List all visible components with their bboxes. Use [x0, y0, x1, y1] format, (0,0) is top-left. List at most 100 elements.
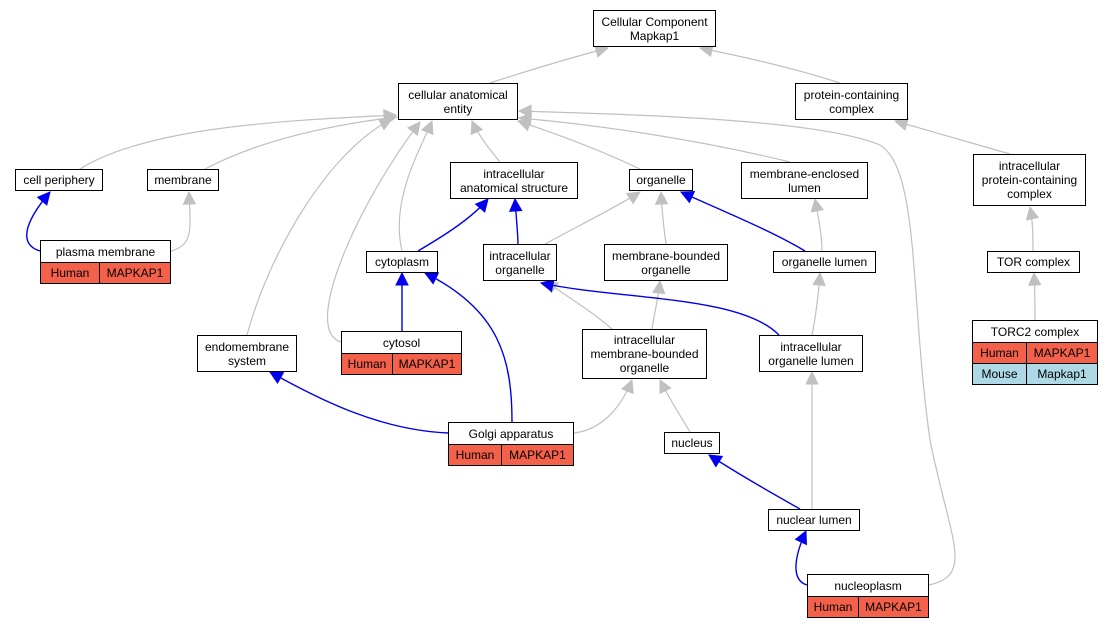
node-label: membrane-enclosed lumen: [749, 166, 860, 195]
edge-is-a: [79, 114, 397, 170]
species-cell: Human: [40, 262, 100, 284]
edge-arrowhead: [474, 198, 489, 213]
edge-arrowhead: [805, 370, 819, 385]
gene-cell: MAPKAP1: [858, 596, 929, 618]
node-cellper[interactable]: cell periphery: [15, 169, 103, 191]
edge-arrowhead: [1025, 205, 1040, 221]
node-membrane[interactable]: membrane: [147, 169, 219, 191]
gene-cell: MAPKAP1: [1026, 342, 1098, 364]
edge-arrowhead: [539, 278, 555, 293]
node-root[interactable]: Cellular Component Mapkap1: [593, 10, 716, 47]
edge-arrowhead: [406, 121, 421, 137]
node-label: cellular anatomical entity: [408, 87, 508, 116]
edge-is-a: [489, 47, 609, 84]
node-imbo[interactable]: intracellular membrane-bounded organelle: [582, 329, 707, 379]
edge-part-of: [269, 371, 449, 434]
gene-cell: Mapkap1: [1026, 363, 1098, 385]
species-cell: Mouse: [972, 363, 1027, 385]
node-nucleoplasm[interactable]: nucleoplasm: [807, 574, 929, 596]
node-iorg[interactable]: intracellular organelle: [483, 244, 557, 281]
edge-part-of: [540, 282, 780, 336]
node-ipcc[interactable]: intracellular protein-containing complex: [973, 154, 1086, 206]
node-label: intracellular membrane-bounded organelle: [590, 333, 699, 375]
node-mel[interactable]: membrane-enclosed lumen: [741, 162, 868, 199]
node-ias[interactable]: intracellular anatomical structure: [450, 162, 578, 199]
node-endo[interactable]: endomembrane system: [197, 335, 297, 372]
node-label: nucleus: [671, 436, 713, 450]
node-label: Golgi apparatus: [468, 426, 554, 441]
node-cytoplasm[interactable]: cytoplasm: [366, 251, 438, 273]
node-cae[interactable]: cellular anatomical entity: [398, 83, 518, 120]
edge-is-a: [894, 120, 1011, 155]
edge-arrowhead: [654, 190, 669, 205]
edge-arrowhead: [517, 104, 532, 119]
edge-part-of: [417, 198, 489, 252]
node-organelle[interactable]: organelle: [629, 169, 693, 191]
edge-arrowhead: [659, 379, 672, 395]
node-label: membrane: [154, 173, 212, 187]
node-label: TORC2 complex: [990, 324, 1080, 339]
edge-is-a: [398, 120, 433, 252]
node-label: nucleoplasm: [834, 578, 902, 593]
node-golgi[interactable]: Golgi apparatus: [448, 422, 574, 444]
species-cell: Human: [448, 444, 502, 466]
node-label: Cellular Component Mapkap1: [601, 14, 708, 43]
gene-cell: MAPKAP1: [99, 262, 171, 284]
node-iol[interactable]: intracellular organelle lumen: [759, 335, 863, 372]
node-label: protein-containing complex: [803, 87, 900, 116]
node-label: intracellular organelle lumen: [768, 339, 854, 368]
node-tor[interactable]: TOR complex: [987, 251, 1080, 273]
node-label: intracellular anatomical structure: [459, 166, 569, 195]
edge-part-of: [680, 191, 806, 252]
edge-arrowhead: [621, 378, 634, 395]
edge-arrowhead: [269, 371, 285, 385]
edge-is-a: [246, 118, 393, 336]
edge-arrowhead: [470, 119, 484, 136]
edge-arrowhead: [182, 190, 197, 205]
node-mbo[interactable]: membrane-bounded organelle: [604, 244, 728, 281]
edge-arrowhead: [625, 191, 641, 205]
edge-is-a: [518, 117, 791, 163]
species-cell: Human: [807, 596, 859, 618]
edge-arrowhead: [36, 191, 51, 206]
gene-cell: MAPKAP1: [392, 353, 462, 375]
edge-arrowhead: [508, 197, 523, 212]
node-pcc[interactable]: protein-containing complex: [795, 83, 908, 120]
node-cytosol[interactable]: cytosol: [341, 331, 462, 353]
node-label: intracellular protein-containing complex: [981, 159, 1078, 201]
species-cell: Human: [341, 353, 393, 375]
gene-cell: MAPKAP1: [501, 444, 574, 466]
node-pm[interactable]: plasma membrane: [40, 240, 171, 262]
edge-part-of: [424, 272, 513, 423]
node-orglumen[interactable]: organelle lumen: [773, 251, 876, 273]
species-cell: Human: [972, 342, 1027, 364]
node-label: nuclear lumen: [776, 513, 852, 527]
edge-arrowhead: [377, 118, 393, 131]
edge-is-a: [544, 191, 641, 245]
node-nuclumen[interactable]: nuclear lumen: [768, 509, 860, 531]
edge-is-a: [699, 47, 841, 84]
node-label: organelle lumen: [781, 255, 868, 269]
node-nucleus[interactable]: nucleus: [664, 432, 720, 454]
node-label: plasma membrane: [55, 244, 156, 259]
edge-arrowhead: [420, 119, 434, 136]
node-label: TOR complex: [996, 255, 1071, 269]
edge-is-a: [518, 110, 956, 586]
edge-arrowhead: [679, 191, 696, 204]
edge-arrowhead: [810, 197, 824, 213]
edge-arrowhead: [1027, 271, 1042, 286]
edge-arrowhead: [812, 271, 826, 286]
edge-arrowhead: [651, 279, 666, 295]
node-label: cytosol: [382, 335, 421, 350]
node-torc2[interactable]: TORC2 complex: [972, 320, 1098, 342]
edge-arrowhead: [395, 271, 409, 286]
node-label: cell periphery: [23, 173, 95, 187]
